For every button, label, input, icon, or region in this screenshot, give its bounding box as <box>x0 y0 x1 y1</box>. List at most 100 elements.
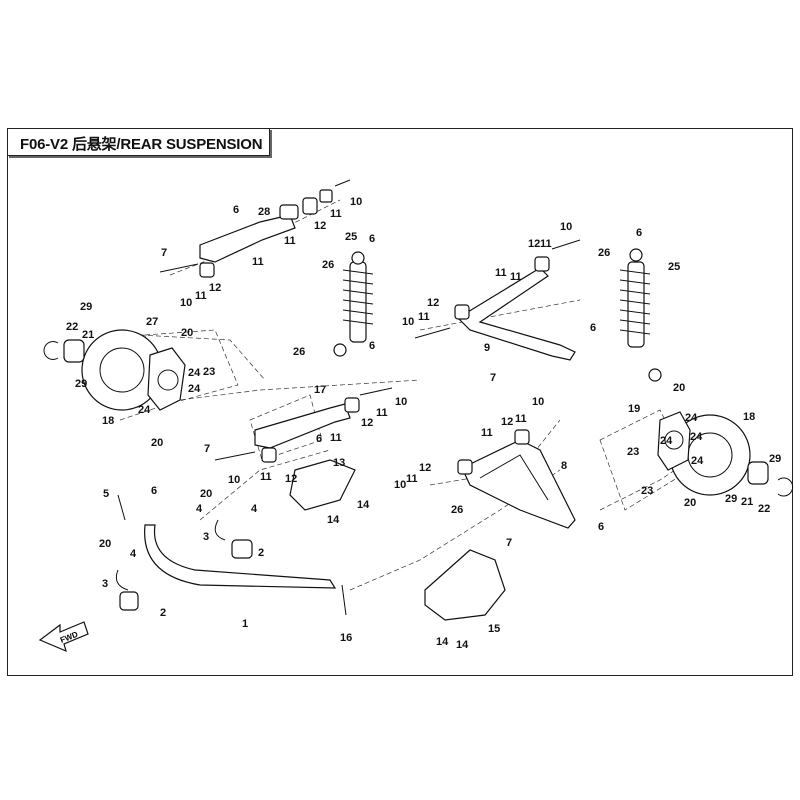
callout-19: 19 <box>628 403 640 415</box>
shock-absorber-right <box>619 248 662 382</box>
callout-4: 4 <box>196 503 203 515</box>
callout-27: 27 <box>146 316 158 328</box>
callout-26: 26 <box>598 247 610 259</box>
callout-7: 7 <box>490 372 496 384</box>
callout-21: 21 <box>741 496 753 508</box>
callout-10: 10 <box>402 316 414 328</box>
bearing-left <box>63 339 85 363</box>
callout-12: 12 <box>427 297 439 309</box>
callout-20: 20 <box>684 497 696 509</box>
callout-14: 14 <box>357 499 370 511</box>
callout-29: 29 <box>725 493 737 505</box>
callout-11: 11 <box>330 208 342 220</box>
callout-11: 11 <box>418 311 430 323</box>
callout-11: 11 <box>330 432 342 444</box>
callout-10: 10 <box>395 396 407 408</box>
callout-25: 25 <box>668 261 680 273</box>
callout-20: 20 <box>181 327 193 339</box>
callout-29: 29 <box>75 378 87 390</box>
callout-5: 5 <box>103 488 109 500</box>
callout-7: 7 <box>506 537 512 549</box>
callout-11: 11 <box>376 407 388 419</box>
callout-8: 8 <box>561 460 567 472</box>
callout-6: 6 <box>316 433 322 445</box>
callout-6: 6 <box>636 227 642 239</box>
callout-24: 24 <box>685 412 698 424</box>
callout-11: 11 <box>260 471 272 483</box>
callout-12: 12 <box>209 282 221 294</box>
callout-14: 14 <box>327 514 340 526</box>
callout-10: 10 <box>228 474 240 486</box>
callout-20: 20 <box>673 382 685 394</box>
callout-18: 18 <box>102 415 114 427</box>
callout-10: 10 <box>350 196 362 208</box>
callout-14: 14 <box>436 636 449 648</box>
callout-2: 2 <box>160 607 166 619</box>
guard-plate-upper <box>289 459 356 511</box>
callout-6: 6 <box>151 485 157 497</box>
callout-2: 2 <box>258 547 264 559</box>
link-rod-left <box>117 494 126 521</box>
shock-absorber-left <box>333 251 374 357</box>
callout-3: 3 <box>203 531 209 543</box>
callout-23: 23 <box>203 366 215 378</box>
callout-10: 10 <box>394 479 406 491</box>
upper-arm-left <box>159 179 351 278</box>
callout-6: 6 <box>369 340 375 352</box>
callout-28: 28 <box>258 206 270 218</box>
callout-29: 29 <box>769 453 781 465</box>
forward-arrow-icon: FWD <box>38 621 89 653</box>
callout-12: 12 <box>419 462 431 474</box>
a-arm-lower-right <box>457 429 576 529</box>
callout-6: 6 <box>590 322 596 334</box>
callout-24: 24 <box>138 404 151 416</box>
knuckle-right <box>657 411 691 471</box>
callout-20: 20 <box>200 488 212 500</box>
callout-10: 10 <box>532 396 544 408</box>
callout-24: 24 <box>691 455 704 467</box>
callout-13: 13 <box>333 457 345 469</box>
callout-21: 21 <box>82 329 94 341</box>
knuckle-left <box>147 347 186 411</box>
diagram-frame <box>7 128 793 676</box>
stabilizer-bar <box>144 524 337 589</box>
callout-12: 12 <box>285 473 297 485</box>
callout-22: 22 <box>66 321 78 333</box>
callout-12: 12 <box>528 238 540 250</box>
callout-11: 11 <box>284 235 296 247</box>
callout-11: 11 <box>195 290 207 302</box>
callout-17: 17 <box>314 384 326 396</box>
callout-7: 7 <box>161 247 167 259</box>
callout-20: 20 <box>151 437 163 449</box>
callout-12: 12 <box>314 220 326 232</box>
skid-plate <box>424 549 506 621</box>
page-title: F06-V2 后悬架/REAR SUSPENSION <box>20 136 263 153</box>
callout-22: 22 <box>758 503 770 515</box>
callout-3: 3 <box>102 578 108 590</box>
callout-4: 4 <box>130 548 137 560</box>
callout-9: 9 <box>484 342 490 354</box>
callout-24: 24 <box>690 431 703 443</box>
callout-6: 6 <box>598 521 604 533</box>
snap-ring-left <box>43 341 59 360</box>
callout-26: 26 <box>451 504 463 516</box>
callout-24: 24 <box>188 383 201 395</box>
callout-labels: 1 2 2 3 3 4 4 4 5 6 6 6 6 6 6 6 6 7 7 7 … <box>66 196 781 651</box>
callout-1: 1 <box>242 618 248 630</box>
callout-25: 25 <box>345 231 357 243</box>
callout-6: 6 <box>369 233 375 245</box>
callout-6: 6 <box>233 204 239 216</box>
bracket-upper <box>214 519 226 541</box>
callout-10: 10 <box>180 297 192 309</box>
callout-14: 14 <box>456 639 469 651</box>
callout-7: 7 <box>204 443 210 455</box>
callout-29: 29 <box>80 301 92 313</box>
callout-26: 26 <box>293 346 305 358</box>
callout-10: 10 <box>560 221 572 233</box>
callout-18: 18 <box>743 411 755 423</box>
link-rod-right <box>341 584 347 616</box>
callout-12: 12 <box>361 417 373 429</box>
callout-26: 26 <box>322 259 334 271</box>
callout-20: 20 <box>99 538 111 550</box>
